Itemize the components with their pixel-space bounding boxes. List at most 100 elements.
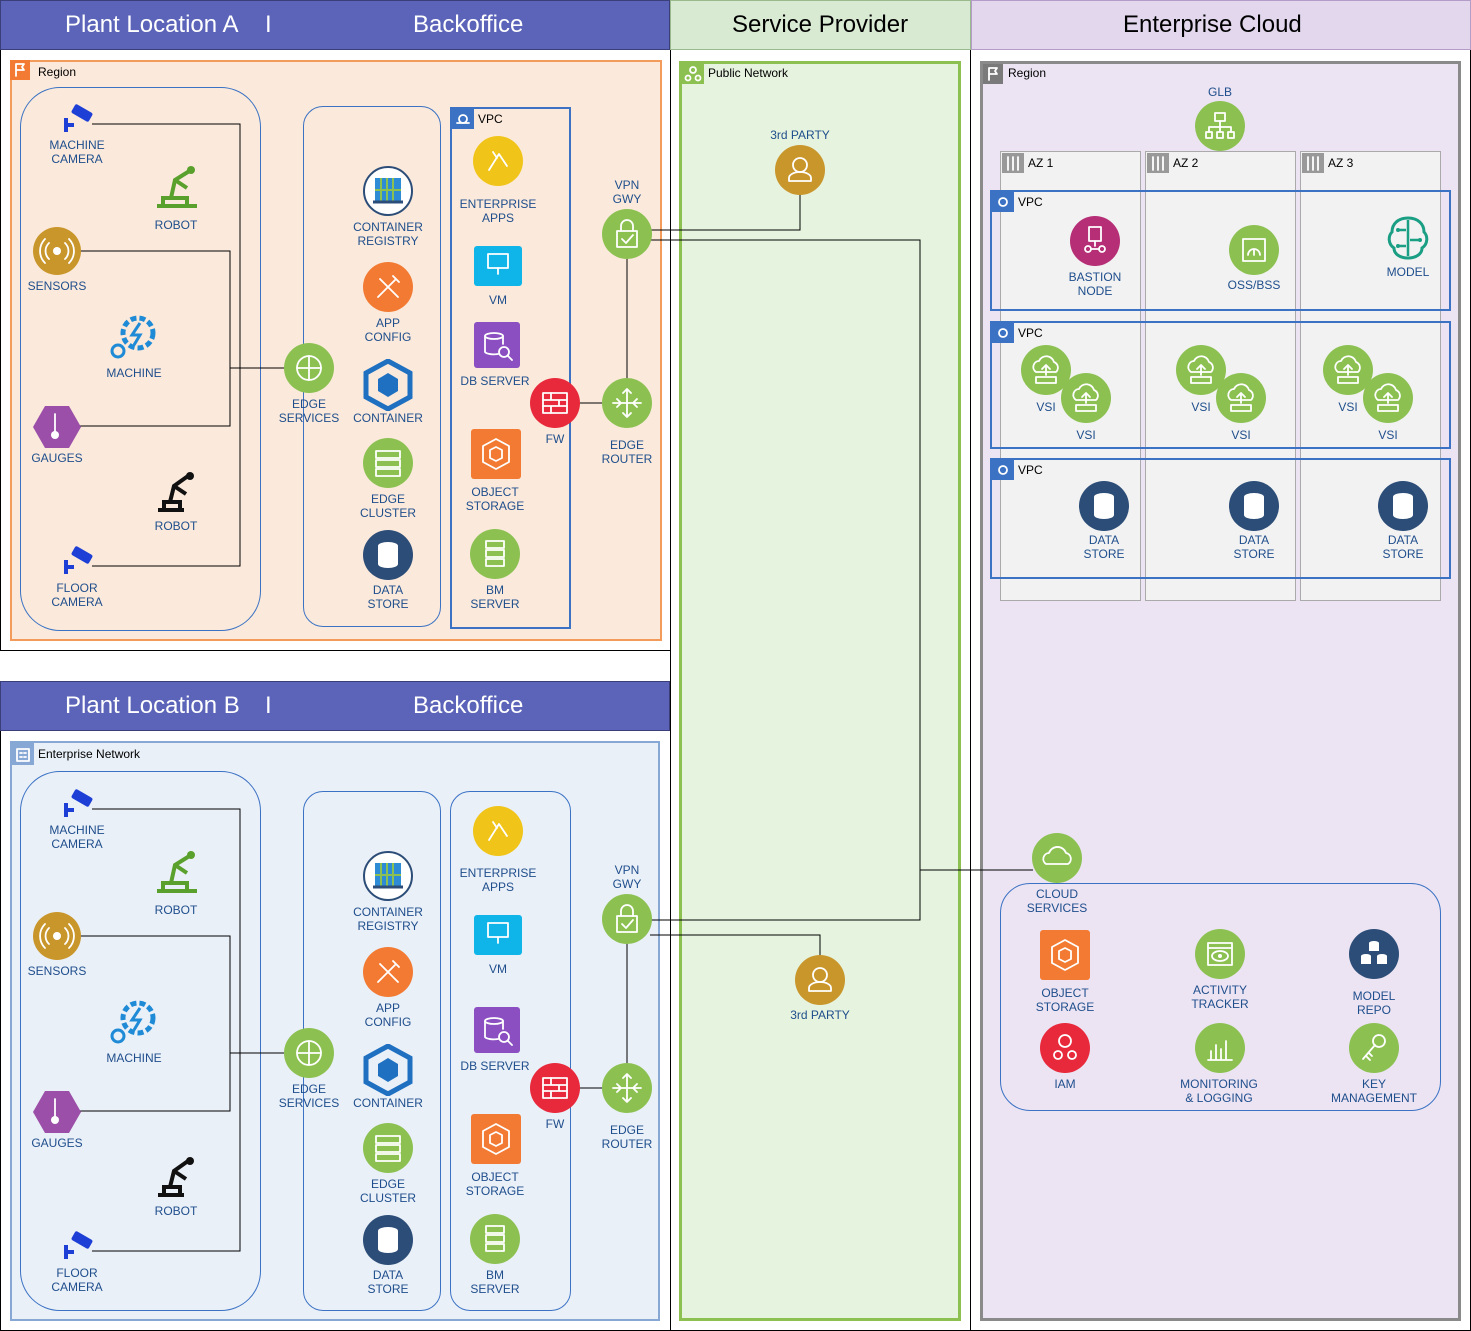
third-party-user-icon [775,145,825,195]
vpc-icon [992,192,1014,212]
machine-camera-icon [62,789,94,821]
edge-services-icon [284,343,334,393]
plant-b-backoffice-title: Backoffice [413,692,524,719]
machine-label: MACHINE [106,366,162,380]
db-server-label: DB SERVER [460,1059,530,1073]
public-network [679,61,961,1321]
edge-router-icon[interactable] [602,1063,652,1113]
vpn-gwy-label: VPN GWY [612,863,642,891]
edge-cluster-icon [363,1123,413,1173]
gauges-icon [33,404,81,450]
glb-label: GLB [1207,85,1233,99]
bastion-node-label: BASTION NODE [1068,270,1122,298]
key-management-icon [1349,1023,1399,1073]
iam-label: IAM [1054,1077,1076,1091]
vpc-icon [992,460,1014,480]
machine-gear-icon [108,313,160,361]
vm-label: VM [489,293,507,307]
cloud-object-storage-label: OBJECT STORAGE [1035,986,1095,1014]
vm-label: VM [489,962,507,976]
machine-label: MACHINE [106,1051,162,1065]
gauges-label: GAUGES [31,1136,83,1150]
oss-bss-label: OSS/BSS [1227,278,1281,292]
plant-a-vpc [450,107,571,629]
bm-server-label: BM SERVER [470,1268,520,1296]
cloud-vpc-1-label: VPC [1018,195,1043,209]
bm-server-label: BM SERVER [470,583,520,611]
object-storage-label: OBJECT STORAGE [465,1170,525,1198]
robot-2-label: ROBOT [154,519,198,533]
cloud-vpc-2-label: VPC [1018,326,1043,340]
gauges-icon [33,1089,81,1135]
object-storage-icon [471,429,521,479]
edge-cluster-label: EDGE CLUSTER [359,492,417,520]
vsi-cloud-icon [1061,373,1111,423]
vsi-label: VSI [1338,400,1358,414]
vsi-label: VSI [1036,400,1056,414]
db-server-label: DB SERVER [460,374,530,388]
plant-b-devices-group [20,771,261,1311]
container-label: CONTAINER [353,411,423,425]
cloud-services-group [1000,883,1441,1111]
cloud-services-icon [1032,833,1082,883]
edge-services-label: EDGE SERVICES [278,1082,340,1110]
iam-icon [1040,1023,1090,1073]
robot-1-label: ROBOT [154,218,198,232]
container-registry-icon [363,851,413,901]
cloud-vpc-1 [990,190,1451,311]
gauges-label: GAUGES [31,451,83,465]
az1-building-icon [1002,153,1024,173]
vpn-gateway-icon[interactable] [602,894,652,944]
vsi-label: VSI [1378,428,1398,442]
plant-a-region-label: Region [38,65,77,79]
object-storage-icon [1040,930,1090,980]
floor-camera-label: FLOOR CAMERA [51,1266,103,1294]
plant-b-banner: Plant Location B I Backoffice [0,681,670,731]
plant-a-backoffice-title: Backoffice [413,11,524,38]
container-icon [362,1043,414,1097]
oss-bss-icon [1229,225,1279,275]
data-store-icon [363,1215,413,1265]
robot-1-label: ROBOT [154,903,198,917]
public-network-icon [682,64,704,84]
plant-a-separator: I [265,11,272,38]
service-provider-title: Service Provider [732,11,909,38]
data-store-icon [363,530,413,580]
vpn-gateway-icon[interactable] [602,209,652,259]
model-brain-icon [1384,214,1432,262]
plant-b-title: Plant Location B [65,692,240,719]
cloud-region-label: Region [1008,66,1047,80]
bastion-node-icon [1070,216,1120,266]
data-store-icon [1229,481,1279,531]
machine-camera-label: MACHINE CAMERA [49,138,105,166]
enterprise-cloud-banner: Enterprise Cloud [971,0,1471,50]
vpn-gwy-label: VPN GWY [612,178,642,206]
bm-server-icon [470,529,520,579]
floor-camera-icon [62,1231,94,1263]
monitoring-logging-icon [1195,1023,1245,1073]
enterprise-network-icon [12,743,34,765]
fw-label: FW [545,1117,565,1131]
key-management-label: KEY MANAGEMENT [1330,1077,1418,1105]
az2-building-icon [1147,153,1169,173]
edge-router-icon[interactable] [602,378,652,428]
cloud-vpc-2 [990,321,1451,449]
app-config-label: APP CONFIG [364,316,412,344]
cloud-region-flag-icon [983,64,1003,84]
plant-b-separator: I [265,692,272,719]
firewall-icon[interactable] [530,1063,580,1113]
activity-tracker-label: ACTIVITY TRACKER [1191,983,1249,1011]
cloud-vpc-3 [990,458,1451,579]
glb-icon [1195,101,1245,151]
sensors-label: SENSORS [27,279,87,293]
plant-b-vpc-group [450,791,571,1311]
enterprise-apps-label: ENTERPRISE APPS [459,866,537,894]
data-store-label: DATA STORE [367,1268,409,1296]
robot-arm-icon [154,468,200,514]
enterprise-cloud-title: Enterprise Cloud [1123,11,1302,38]
activity-tracker-icon [1195,929,1245,979]
firewall-icon[interactable] [530,378,580,428]
vsi-label: VSI [1191,400,1211,414]
object-storage-icon [471,1114,521,1164]
az3-building-icon [1302,153,1324,173]
